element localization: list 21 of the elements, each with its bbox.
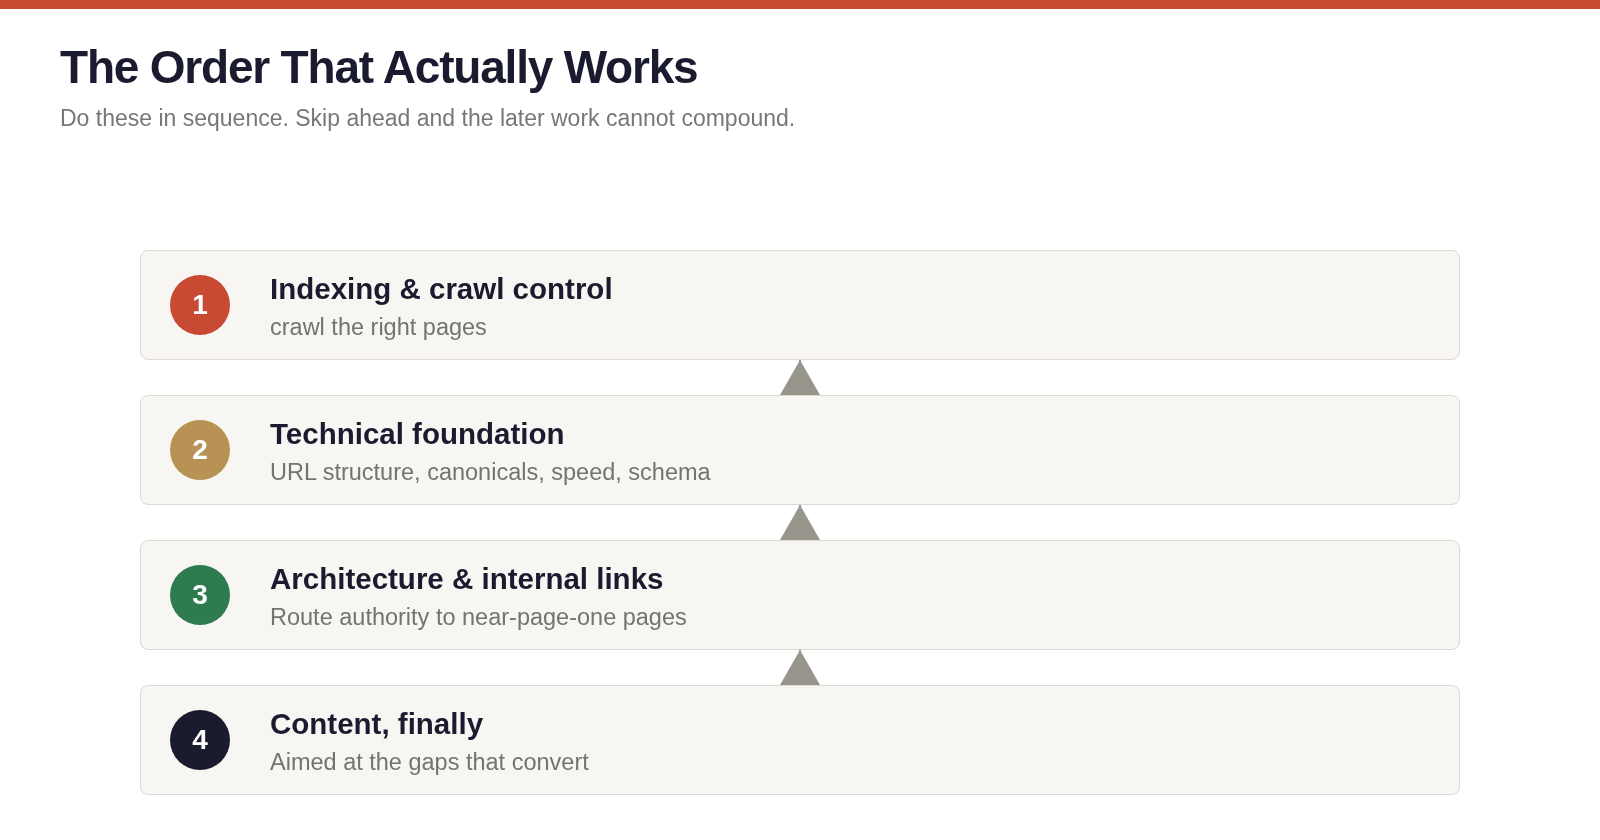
step-heading: Architecture & internal links — [270, 562, 664, 596]
step-card — [140, 250, 1460, 360]
step-number-circle: 2 — [170, 420, 230, 480]
step-number-circle: 1 — [170, 275, 230, 335]
step-description: URL structure, canonicals, speed, schema — [270, 459, 711, 486]
subtitle: Do these in sequence. Skip ahead and the later work cannot compound. — [60, 105, 796, 132]
step-description: crawl the right pages — [270, 314, 487, 341]
step-card — [140, 540, 1460, 650]
step-number-circle: 3 — [170, 565, 230, 625]
arrow — [780, 504, 820, 541]
step-card — [140, 395, 1460, 505]
step-description: Route authority to near-page-one pages — [270, 604, 687, 631]
step-number-circle: 4 — [170, 710, 230, 770]
arrow — [780, 359, 820, 396]
step-heading: Content, finally — [270, 707, 484, 741]
step-heading: Indexing & crawl control — [270, 272, 613, 306]
step-description: Aimed at the gaps that convert — [270, 749, 589, 776]
step-card — [140, 685, 1460, 795]
arrow — [780, 649, 820, 686]
page-title: The Order That Actually Works — [60, 41, 698, 94]
step-heading: Technical foundation — [270, 417, 565, 451]
